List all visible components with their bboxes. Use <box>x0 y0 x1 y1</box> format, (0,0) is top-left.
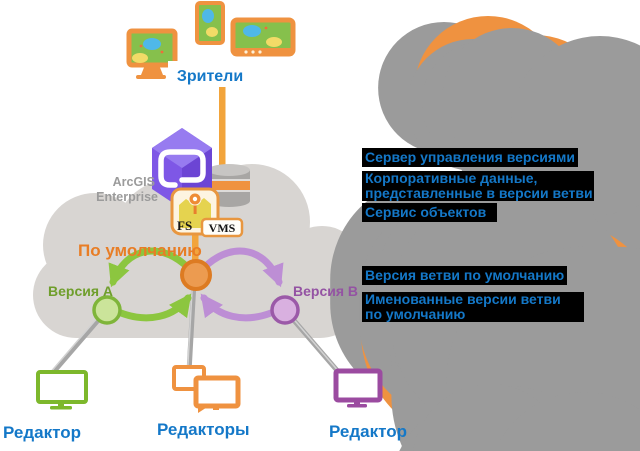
editor-right-group <box>333 368 640 451</box>
arcgis-label-line1: ArcGIS <box>113 175 155 189</box>
legend-item: Версия ветви по умолчанию <box>362 266 567 285</box>
viewer-monitor-icon <box>230 17 296 57</box>
viewers-label-box <box>168 61 252 87</box>
legend-item: Корпоративные данные, представленные в в… <box>362 170 594 201</box>
default-to-version-b-arrow <box>204 247 284 288</box>
legend-item-label: Именованные версии ветви <box>365 291 561 307</box>
legend-highlight-bar <box>362 171 594 201</box>
legend-highlight-bar <box>362 292 584 322</box>
legend-item-label: Сервис объектов <box>365 204 487 220</box>
viewer-tablet-icon <box>195 1 225 45</box>
default-version-label: По умолчанию <box>78 241 202 260</box>
viewers-group <box>126 1 640 451</box>
legend-item: Именованные версии ветви по умолчанию <box>362 291 584 322</box>
version-sync-arrows <box>108 247 284 322</box>
editor-monitor-icon <box>333 368 383 408</box>
legend-highlight-bar <box>362 203 497 222</box>
arcgis-label-line2: Enterprise <box>96 190 158 204</box>
version-a-node <box>92 295 122 325</box>
default-to-version-a-arrow <box>108 247 188 288</box>
editor-monitor-icon <box>36 370 88 410</box>
legend-item-label: Корпоративные данные, <box>365 170 538 186</box>
viewer-monitor-icon <box>126 28 178 79</box>
editors-center-label: Редакторы <box>157 420 250 439</box>
legend-item-label: Версия ветви по умолчанию <box>365 267 565 283</box>
version-a-to-default-arrow <box>117 293 192 322</box>
viewers-label: Зрители <box>177 68 243 85</box>
legend-item: Сервер управления версиями <box>362 148 578 167</box>
legend-item-label: Сервер управления версиями <box>365 149 575 165</box>
version-b-label: Версия B <box>293 283 358 299</box>
legend-item-label: представленные в версии ветви <box>365 184 593 201</box>
legend-item: Сервис объектов <box>362 203 497 222</box>
viewers-connector-line <box>219 66 226 166</box>
editor-monitor-icon <box>193 375 241 413</box>
fs-badge-label: FS <box>177 218 192 233</box>
version-b-node <box>270 295 300 325</box>
version-a-label: Версия A <box>48 283 113 299</box>
legend-highlight-bar <box>362 266 567 285</box>
editor-right-label: Редактор <box>329 422 407 441</box>
editor-connector-highlights <box>48 281 341 375</box>
enterprise-logo-swirl <box>158 149 206 188</box>
vms-badge: VMS <box>200 217 244 238</box>
editors-center-group <box>172 365 640 451</box>
vms-badge-label: VMS <box>209 221 236 235</box>
editor-left-label: Редактор <box>3 423 81 442</box>
version-b-to-default-arrow <box>200 293 275 322</box>
legend-item-label: по умолчанию <box>365 305 466 322</box>
default-version-node <box>180 259 212 291</box>
editor-left-group <box>36 370 640 451</box>
legend-highlight-bar <box>362 148 578 167</box>
